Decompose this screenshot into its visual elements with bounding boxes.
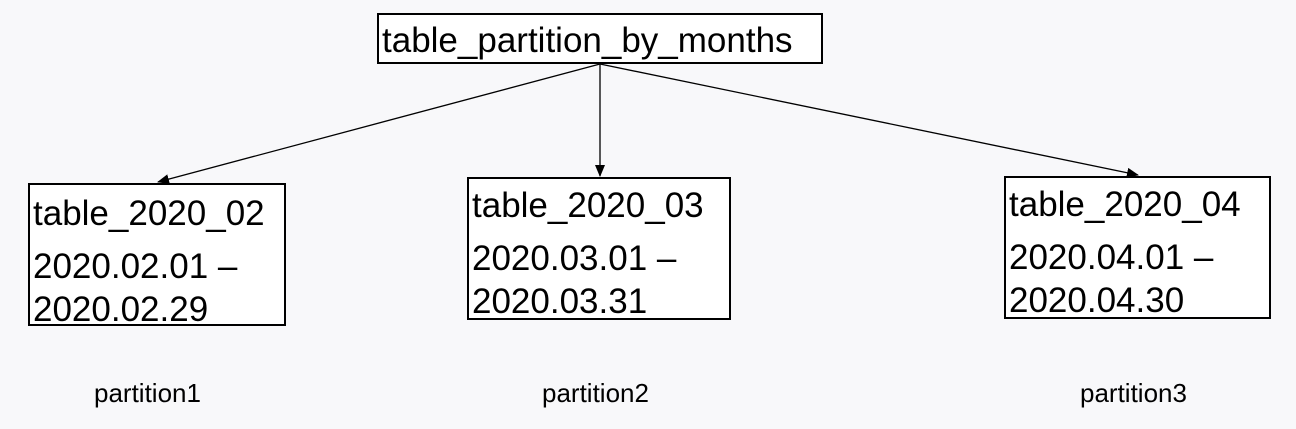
partition-node-2: table_2020_03 2020.03.01 – 2020.03.31 <box>467 177 731 321</box>
partition-table-name: table_2020_02 <box>33 194 265 233</box>
partition-table-name: table_2020_03 <box>472 186 704 225</box>
partition-node-1: table_2020_02 2020.02.01 – 2020.02.29 <box>28 183 286 329</box>
root-table-label: table_partition_by_months <box>382 21 793 60</box>
partition-caption-2: partition2 <box>542 378 649 408</box>
root-table-node: table_partition_by_months <box>377 13 823 64</box>
partition-node-3: table_2020_04 2020.04.01 – 2020.04.30 <box>1004 176 1271 320</box>
partition-caption-3: partition3 <box>1080 378 1187 408</box>
partition-range-end: 2020.04.30 <box>1009 281 1185 320</box>
partition-table-name: table_2020_04 <box>1009 185 1241 224</box>
partition-range-start: 2020.04.01 – <box>1009 238 1214 277</box>
partition-range-end: 2020.03.31 <box>472 282 648 321</box>
edge-root-to-partition1 <box>157 63 601 184</box>
partition-range-end: 2020.02.29 <box>33 290 209 329</box>
partition-caption-1: partition1 <box>94 378 201 408</box>
edge-root-to-partition3 <box>599 63 1139 178</box>
partition-range-start: 2020.03.01 – <box>472 239 677 278</box>
partition-range-start: 2020.02.01 – <box>33 247 238 286</box>
